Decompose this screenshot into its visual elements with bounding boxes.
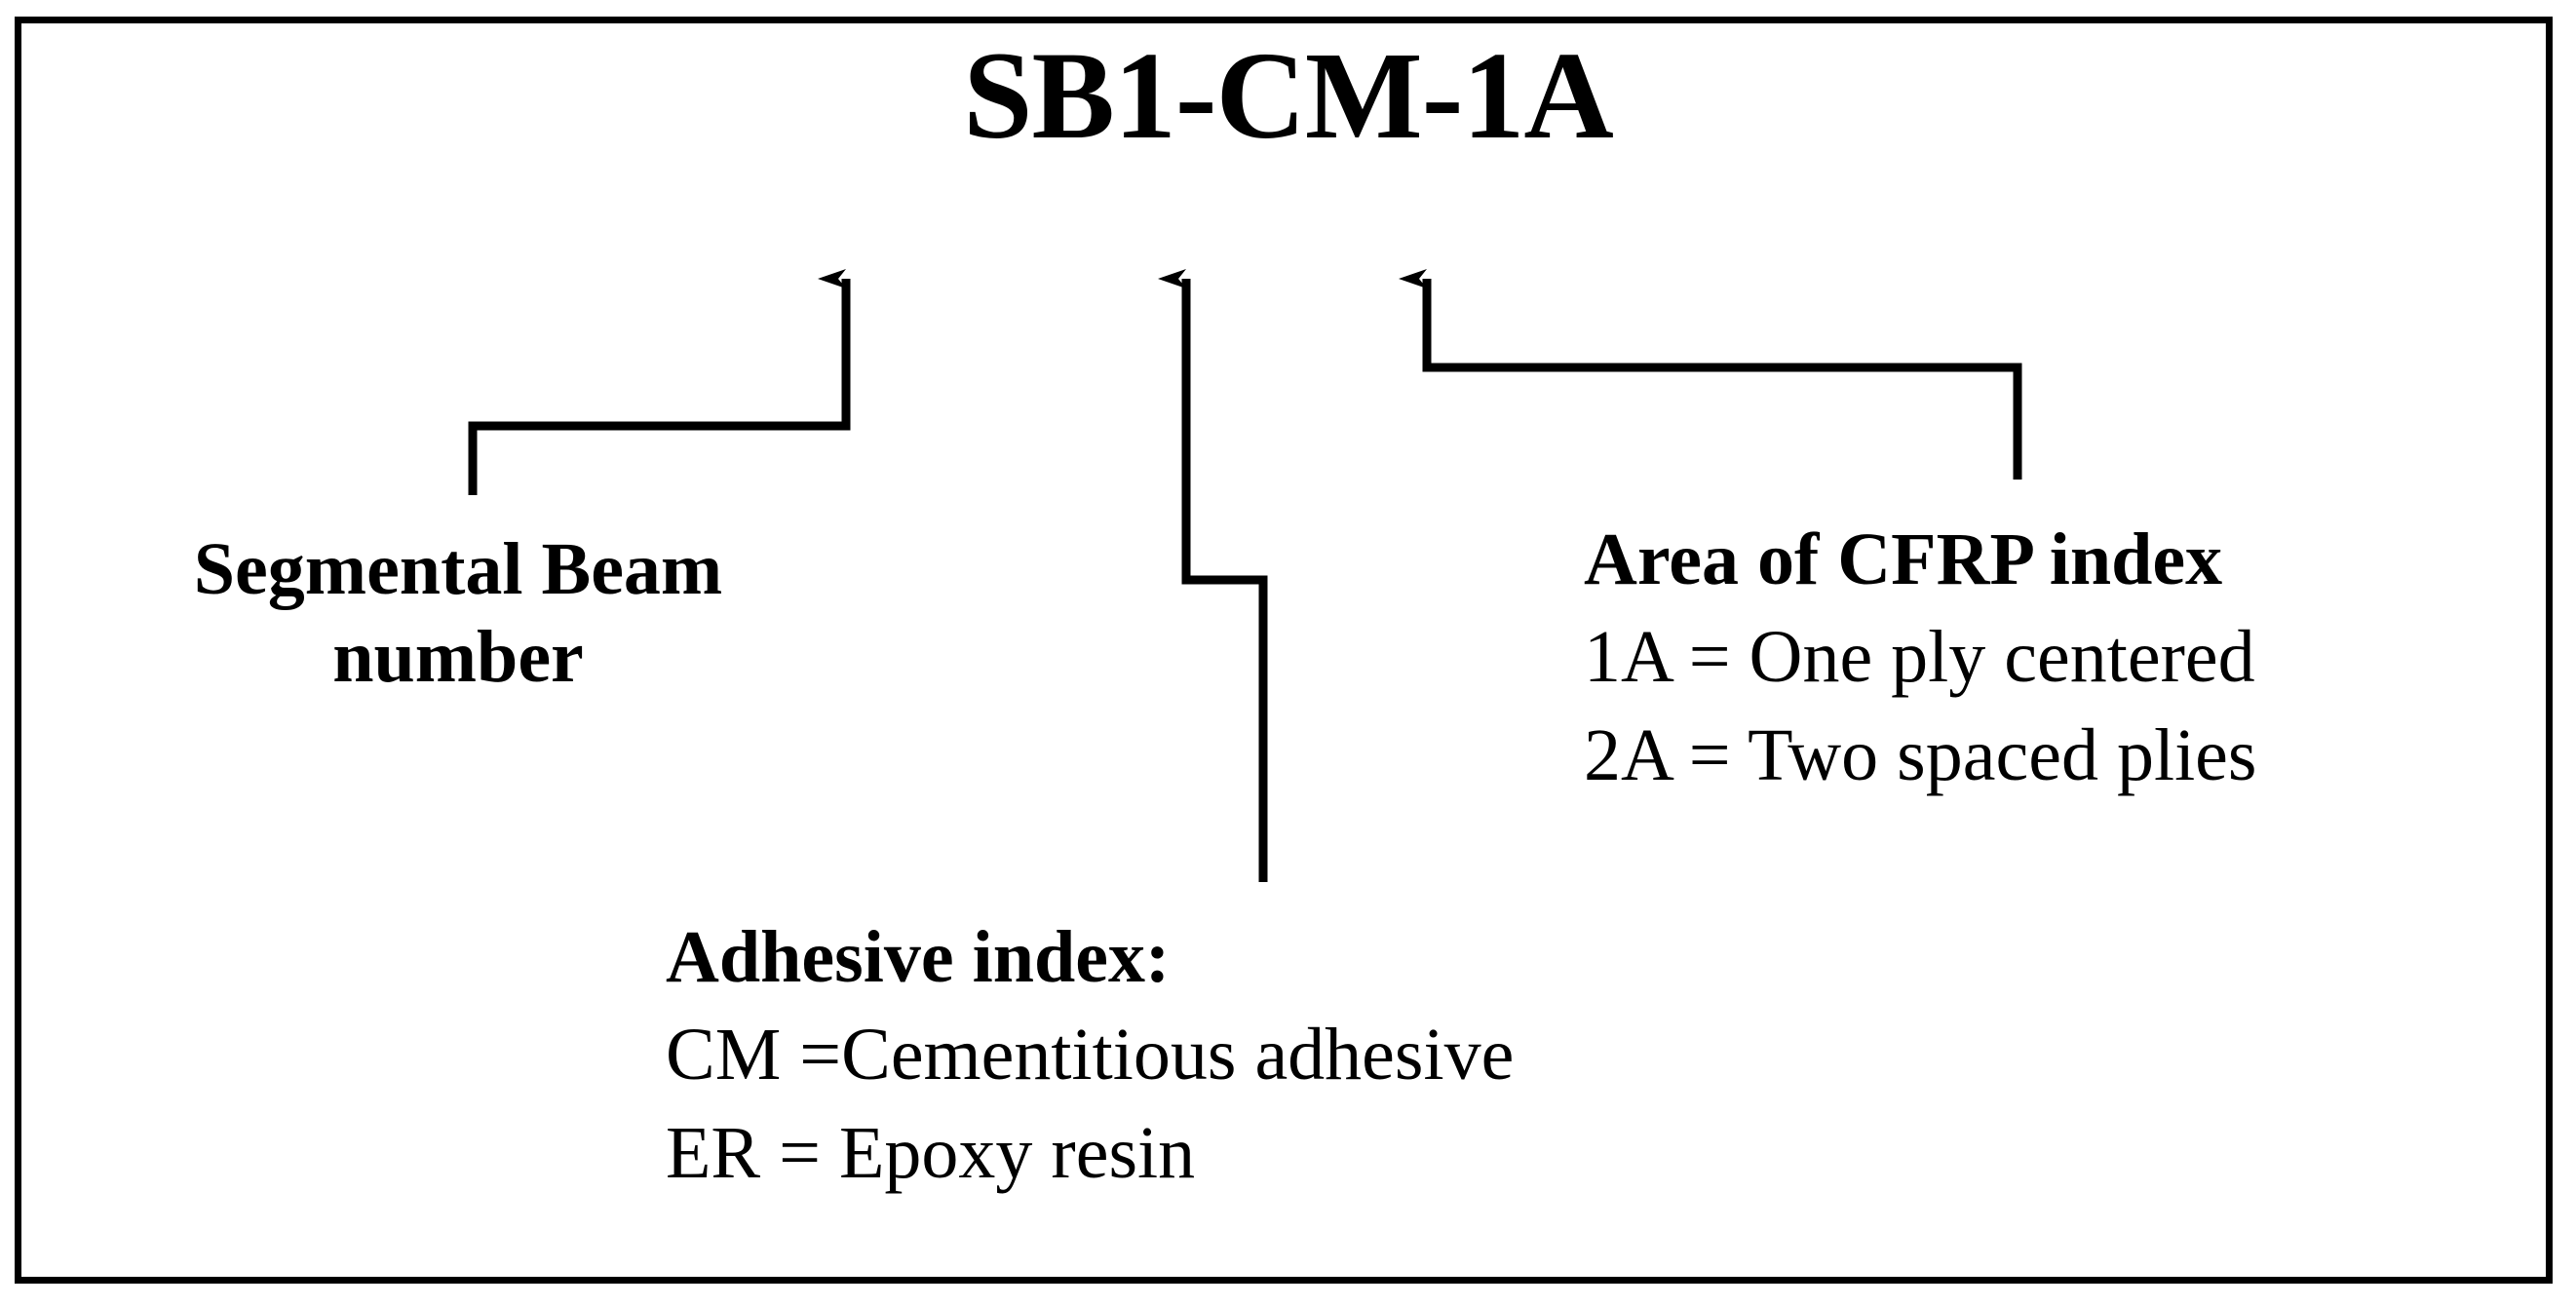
adhesive-index-entry-er: ER = Epoxy resin xyxy=(666,1111,1196,1194)
cfrp-area-entry-1a: 1A = One ply centered xyxy=(1584,616,2255,699)
segmental-beam-heading-line1: Segmental Beam xyxy=(193,528,723,610)
segmental-beam-callout-label: Segmental Beam number xyxy=(39,526,877,701)
cfrp-area-entry-2a: 2A = Two spaced plies xyxy=(1584,713,2257,796)
cfrp-area-heading: Area of CFRP index xyxy=(1584,519,2223,600)
segmental-beam-heading-line2: number xyxy=(332,615,584,698)
adhesive-index-entry-cm: CM =Cementitious adhesive xyxy=(666,1014,1515,1096)
figure-border xyxy=(15,17,2553,1284)
adhesive-index-heading: Adhesive index: xyxy=(666,916,1171,998)
cfrp-area-callout-label: Area of CFRP index 1A = One ply centered… xyxy=(1584,511,2257,804)
specimen-designation-title: SB1-CM-1A xyxy=(963,26,1614,165)
adhesive-index-callout-label: Adhesive index: CM =Cementitious adhesiv… xyxy=(666,908,1514,1202)
